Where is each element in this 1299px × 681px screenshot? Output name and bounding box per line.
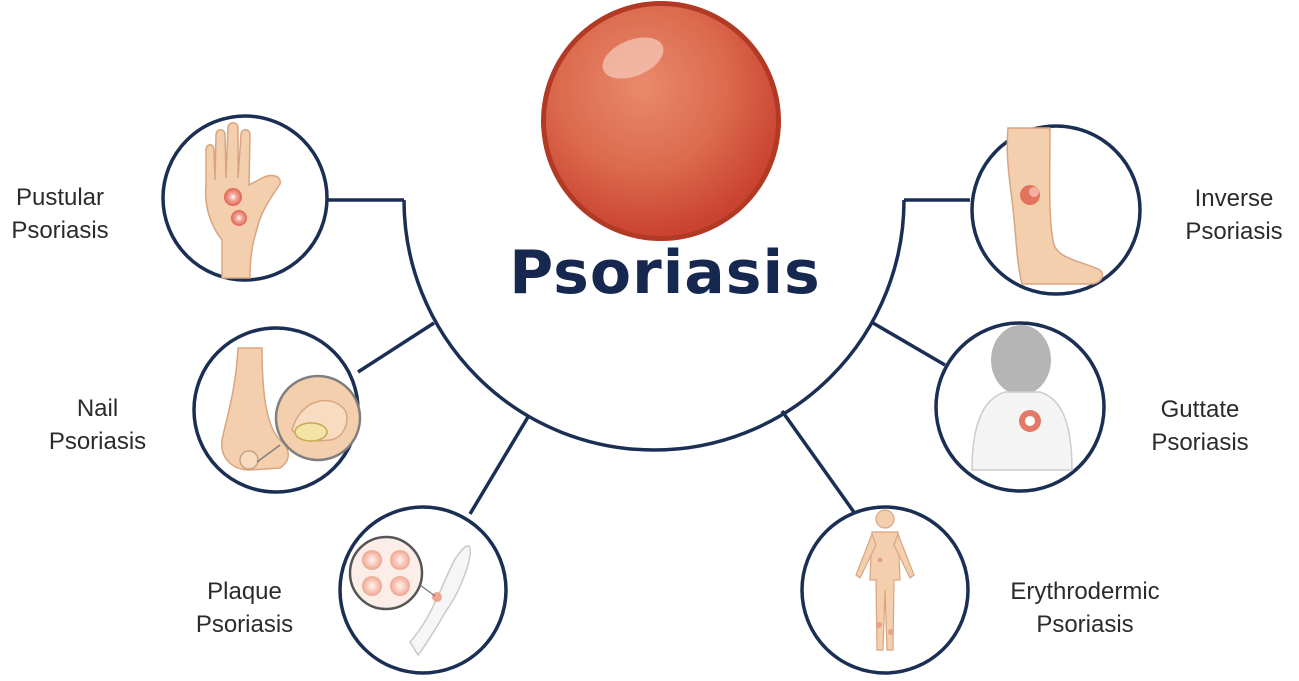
nail-node (192, 326, 362, 494)
connector-nail (357, 321, 435, 374)
label-guttate-line2: Psoriasis (1151, 429, 1249, 456)
full-body-icon (855, 509, 915, 651)
label-pustular: Pustular Psoriasis (0, 181, 120, 247)
page-title: Psoriasis (509, 238, 821, 308)
label-nail-line1: Nail (76, 395, 119, 422)
label-nail-line2: Psoriasis (48, 428, 147, 455)
label-inverse-line2: Psoriasis (1185, 218, 1283, 245)
label-plaque-line1: Plaque (207, 578, 282, 605)
foot-toenail-icon (221, 347, 362, 471)
label-erythrodermic-line1: Erythrodermic (1010, 578, 1160, 605)
label-nail: Nail Psoriasis (35, 392, 160, 458)
label-guttate-line1: Guttate (1160, 396, 1240, 423)
label-erythrodermic: Erythrodermic Psoriasis (990, 575, 1180, 641)
label-plaque: Plaque Psoriasis (182, 575, 307, 641)
central-arc (402, 199, 906, 452)
pustular-node (161, 114, 329, 282)
guttate-node (934, 321, 1106, 493)
label-pustular-line2: Psoriasis (11, 217, 109, 244)
connector-erythrodermic (780, 409, 858, 517)
hand-palm-icon (204, 122, 281, 279)
plaque-node (338, 505, 508, 675)
label-erythrodermic-line2: Psoriasis (1036, 611, 1134, 638)
connector-lines (328, 198, 970, 517)
label-inverse-line1: Inverse (1194, 185, 1274, 212)
label-pustular-line1: Pustular (15, 184, 105, 211)
back-torso-icon (971, 325, 1073, 471)
sphere-icon (541, 1, 781, 241)
connector-plaque (468, 416, 530, 515)
connector-guttate (872, 321, 946, 367)
erythrodermic-node (800, 505, 970, 675)
label-inverse: Inverse Psoriasis (1170, 182, 1298, 248)
label-plaque-line2: Psoriasis (195, 611, 294, 638)
leg-icon (1006, 127, 1104, 285)
label-guttate: Guttate Psoriasis (1136, 393, 1264, 459)
inverse-node (970, 124, 1142, 296)
plaque-lesion-icon (348, 535, 471, 657)
